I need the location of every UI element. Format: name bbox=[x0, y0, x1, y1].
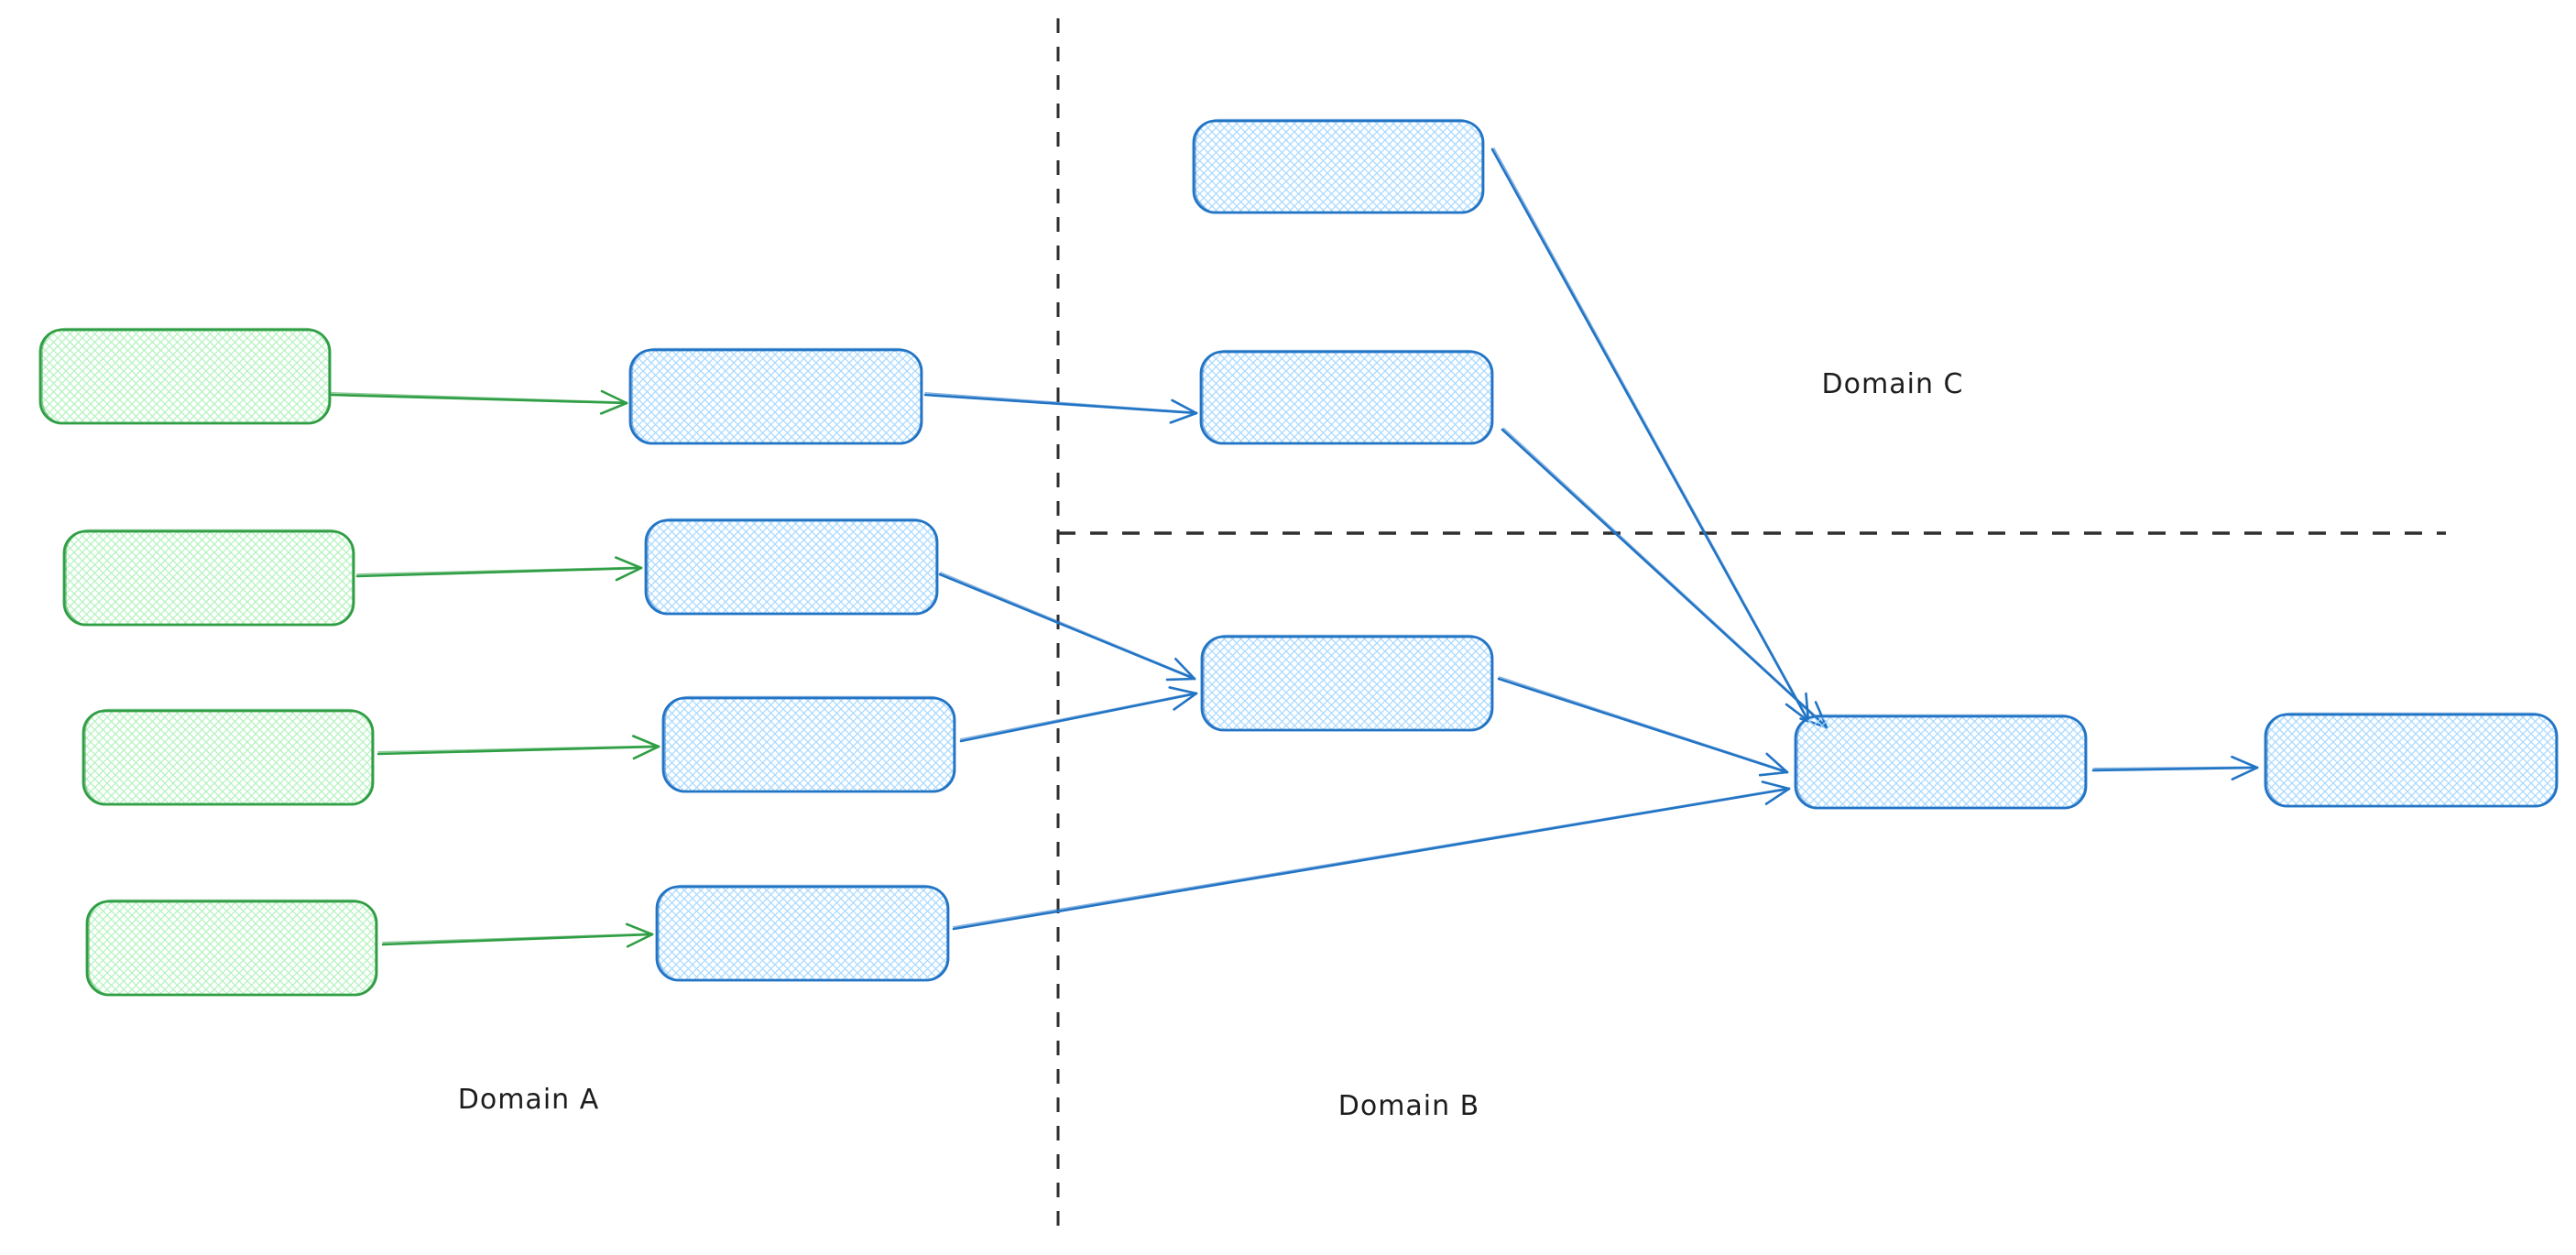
node-source-2[interactable] bbox=[62, 529, 355, 627]
edge-source-2-to-stage-2[interactable] bbox=[355, 556, 643, 582]
node-stage-4[interactable] bbox=[655, 884, 950, 982]
labels-layer: Domain A Domain B Domain C bbox=[458, 368, 1964, 1122]
domain-separators bbox=[1056, 18, 2446, 1237]
edge-stage-1-to-c-mid[interactable] bbox=[923, 392, 1198, 424]
edge-stage-4-to-b-hub[interactable] bbox=[952, 780, 1791, 931]
nodes-layer bbox=[38, 118, 2559, 997]
edge-source-1-to-stage-1[interactable] bbox=[330, 389, 628, 415]
node-c-top[interactable] bbox=[1192, 118, 1485, 214]
node-source-4[interactable] bbox=[85, 899, 378, 997]
node-source-3[interactable] bbox=[82, 708, 375, 806]
node-source-1[interactable] bbox=[38, 327, 332, 425]
node-stage-2[interactable] bbox=[644, 518, 939, 616]
edge-c-mid-to-b-hub[interactable] bbox=[1501, 427, 1828, 729]
domain-label-domain-b[interactable]: Domain B bbox=[1338, 1090, 1480, 1122]
node-b-end[interactable] bbox=[2264, 712, 2559, 808]
edge-b-mid-to-b-hub[interactable] bbox=[1497, 676, 1789, 777]
edge-source-4-to-stage-4[interactable] bbox=[381, 922, 654, 948]
node-stage-1[interactable] bbox=[628, 347, 923, 445]
node-b-hub[interactable] bbox=[1794, 714, 2088, 810]
edge-stage-2-to-b-mid[interactable] bbox=[938, 572, 1196, 682]
edge-c-top-to-b-hub[interactable] bbox=[1490, 147, 1810, 723]
domain-label-domain-c[interactable]: Domain C bbox=[1822, 368, 1964, 400]
node-stage-3[interactable] bbox=[661, 695, 956, 793]
edge-source-3-to-stage-3[interactable] bbox=[377, 735, 660, 760]
node-c-mid[interactable] bbox=[1199, 349, 1494, 445]
edge-b-hub-to-b-end[interactable] bbox=[2091, 755, 2259, 780]
edges-layer bbox=[330, 147, 2259, 948]
edge-stage-3-to-b-mid[interactable] bbox=[959, 686, 1198, 743]
node-b-mid[interactable] bbox=[1200, 634, 1494, 732]
domain-label-domain-a[interactable]: Domain A bbox=[458, 1084, 599, 1116]
